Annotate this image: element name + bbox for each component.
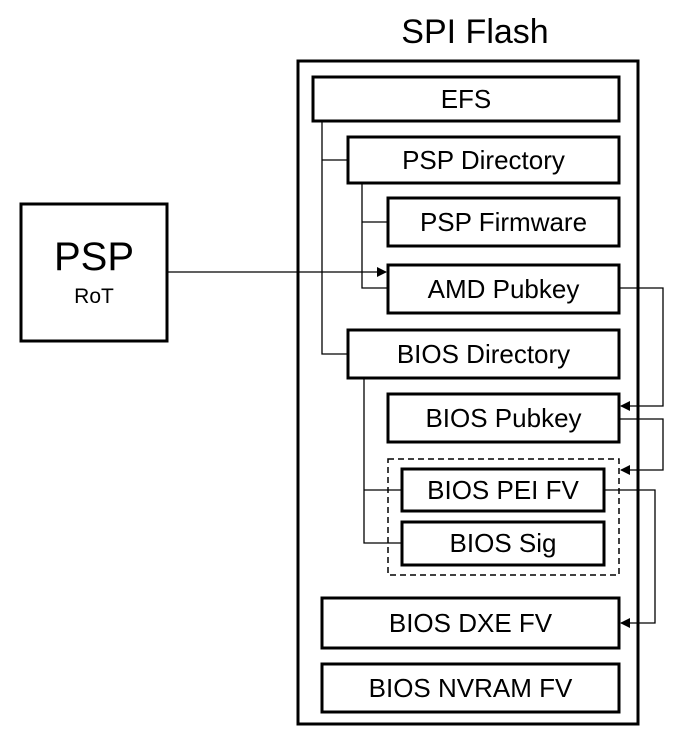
psp-directory-trunk-line [361, 183, 388, 289]
bios-dxe-fv-box [320, 596, 621, 650]
psp-directory-box [346, 135, 621, 185]
efs-trunk-line [321, 121, 348, 355]
amd-pubkey-to-bios-pubkey-arrow [619, 287, 664, 411]
bios-pei-fv-box [400, 467, 606, 513]
psp-rot-box [19, 202, 169, 343]
bios-directory-box [346, 328, 621, 380]
bios-directory-trunk-line [363, 378, 402, 544]
signed-group-box [387, 458, 620, 576]
psp-firmware-box [386, 196, 621, 248]
bios-pubkey-box [386, 392, 621, 444]
efs-box [311, 75, 621, 123]
amd-pubkey-box [386, 263, 621, 315]
spi-flash-container [296, 59, 640, 726]
bios-pubkey-to-signed-group-arrow [619, 418, 664, 475]
hierarchy-connectors [321, 121, 402, 544]
bios-nvram-fv-box [320, 662, 621, 714]
bios-sig-box [400, 520, 606, 567]
bios-pei-to-dxe-arrow [604, 489, 656, 628]
